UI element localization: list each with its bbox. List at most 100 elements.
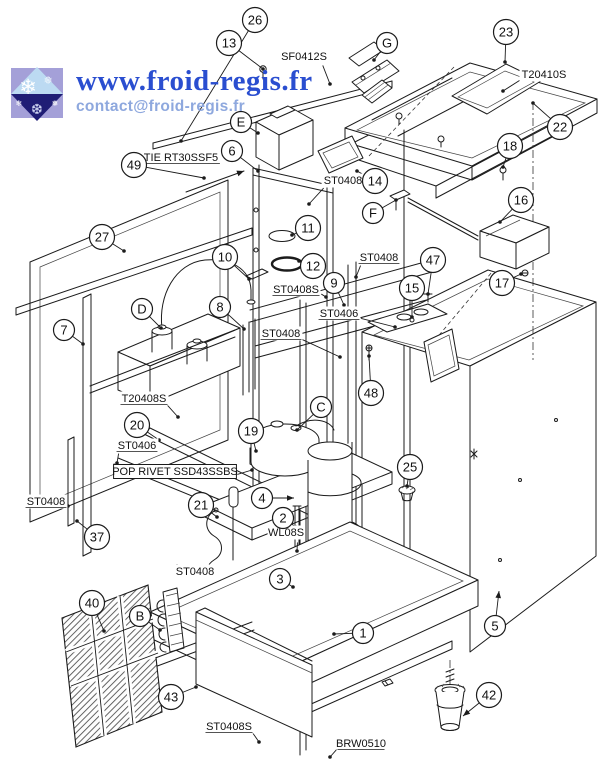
svg-text:C: C	[316, 400, 325, 415]
svg-text:10: 10	[218, 250, 232, 265]
svg-text:13: 13	[222, 36, 236, 51]
svg-text:6: 6	[228, 144, 235, 159]
callout-19: 19	[237, 417, 265, 445]
svg-text:3: 3	[276, 572, 283, 587]
callout-13: 13	[215, 29, 243, 57]
callout-18: 18	[496, 132, 524, 160]
part-label: ST0408S	[204, 719, 254, 734]
callout-17: 17	[488, 269, 516, 297]
top-rod-and-hinge	[153, 42, 399, 149]
svg-text:12: 12	[306, 259, 320, 274]
callout-B: B	[128, 604, 152, 628]
callout-7: 7	[52, 318, 76, 342]
callout-26: 26	[241, 6, 269, 34]
callout-49: 49	[120, 151, 148, 179]
callout-F: F	[361, 201, 385, 225]
callout-12: 12	[299, 252, 327, 280]
part-label: ST0406	[317, 306, 361, 321]
svg-text:26: 26	[248, 13, 262, 28]
part-label: ST0408	[24, 494, 68, 509]
callout-2: 2	[271, 506, 295, 530]
part-label: TIE RT30SSF5	[141, 150, 221, 165]
site-url-link[interactable]: www.froid-regis.fr	[76, 65, 313, 97]
left-wall-panel	[16, 180, 252, 556]
svg-text:14: 14	[368, 174, 382, 189]
svg-text:F: F	[369, 206, 377, 221]
part-label: ST0408S	[271, 282, 321, 297]
callout-40: 40	[78, 589, 106, 617]
part-label: SF0412S	[279, 49, 329, 64]
callout-43: 43	[157, 683, 185, 711]
svg-text:B: B	[136, 609, 145, 624]
svg-text:5: 5	[491, 619, 498, 634]
svg-text:18: 18	[503, 139, 517, 154]
svg-text:❆: ❆	[31, 102, 43, 118]
svg-text:4: 4	[258, 491, 265, 506]
callout-14: 14	[361, 167, 389, 195]
part-label: T20408S	[119, 391, 169, 406]
callout-42: 42	[475, 681, 503, 709]
callout-21: 21	[187, 491, 215, 519]
front-lower-panel	[196, 608, 312, 737]
svg-text:11: 11	[301, 221, 315, 236]
svg-text:42: 42	[482, 688, 496, 703]
part-label: ST0408	[173, 564, 217, 579]
svg-text:ST0408: ST0408	[360, 252, 399, 264]
callout-37: 37	[83, 523, 111, 551]
svg-text:27: 27	[95, 230, 109, 245]
callout-5: 5	[483, 614, 507, 638]
cabinet-side-panel	[362, 102, 596, 652]
part-label: WL08S	[267, 525, 305, 540]
callout-48: 48	[357, 379, 385, 407]
svg-text:D: D	[137, 302, 146, 317]
svg-text:❄: ❄	[16, 99, 23, 108]
callout-25: 25	[396, 453, 424, 481]
svg-text:SF0412S: SF0412S	[281, 51, 327, 63]
callout-15: 15	[398, 274, 426, 302]
callout-3: 3	[268, 567, 292, 591]
callout-23: 23	[492, 18, 520, 46]
svg-text:48: 48	[364, 386, 378, 401]
site-email-link[interactable]: contact@froid-regis.fr	[76, 98, 245, 115]
part-label: POP RIVET SSD43SSBS	[112, 464, 238, 479]
svg-text:17: 17	[495, 276, 509, 291]
svg-text:ST0406: ST0406	[118, 440, 157, 452]
svg-text:❅: ❅	[52, 99, 59, 108]
callout-20: 20	[123, 411, 151, 439]
svg-text:WL08S: WL08S	[268, 527, 304, 539]
part-label: ST0408	[321, 173, 365, 188]
svg-text:22: 22	[553, 120, 567, 135]
svg-text:G: G	[382, 36, 392, 51]
svg-text:ST0408: ST0408	[176, 566, 215, 578]
callout-8: 8	[208, 295, 232, 319]
svg-text:❄: ❄	[19, 75, 37, 99]
part-label: BRW0510	[336, 736, 386, 751]
callout-D: D	[130, 297, 154, 321]
svg-text:2: 2	[279, 511, 286, 526]
duct-and-gasket	[256, 106, 363, 173]
svg-text:POP RIVET SSD43SSBS: POP RIVET SSD43SSBS	[112, 466, 238, 478]
callout-9: 9	[322, 271, 346, 295]
svg-text:BRW0510: BRW0510	[336, 738, 386, 750]
svg-text:ST0406: ST0406	[320, 308, 359, 320]
callout-E: E	[229, 110, 253, 134]
svg-text:25: 25	[403, 460, 417, 475]
svg-text:1: 1	[359, 626, 366, 641]
callout-4: 4	[250, 486, 274, 510]
callout-G: G	[375, 31, 399, 55]
callout-6: 6	[220, 139, 244, 163]
svg-text:16: 16	[514, 193, 528, 208]
callout-16: 16	[507, 186, 535, 214]
svg-text:15: 15	[405, 281, 419, 296]
drain-pan-assembly	[90, 260, 268, 404]
part-label: T20410S	[519, 67, 569, 82]
callout-1: 1	[351, 621, 375, 645]
svg-text:ST0408S: ST0408S	[206, 721, 252, 733]
svg-text:9: 9	[330, 276, 337, 291]
svg-text:ST0408: ST0408	[324, 175, 363, 187]
svg-text:40: 40	[85, 596, 99, 611]
